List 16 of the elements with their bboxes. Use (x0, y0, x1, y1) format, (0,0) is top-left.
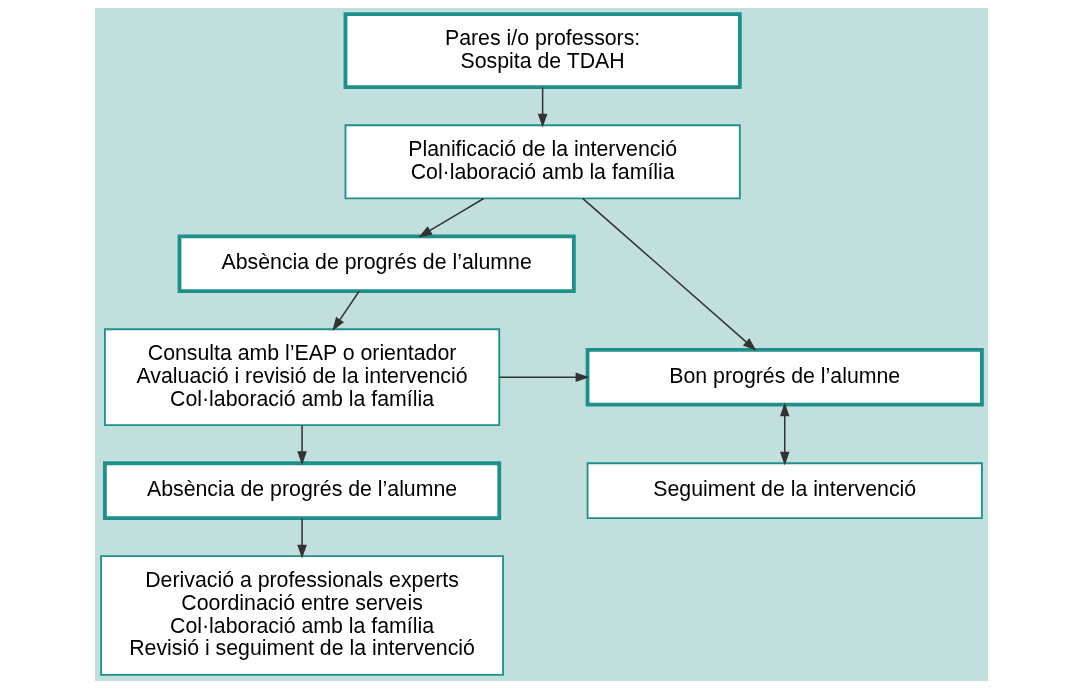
node-box: Pares i/o professors: Sospita de TDAH (343, 12, 742, 90)
arrow (537, 86, 548, 128)
arrow (779, 402, 790, 466)
arrow (332, 290, 360, 331)
node-box: Absència de progrés de l’alumne (103, 461, 502, 520)
node-box: Seguiment de la intervenció (586, 462, 983, 519)
node-box: Derivació a professionals experts Coordinació entre serveis Col·laboració amb la família Revisió i seguiment de la intervenció (100, 555, 504, 676)
arrow (297, 424, 307, 465)
node-box: Absència de progrés de l’alumne (177, 234, 576, 294)
arrow (418, 197, 485, 238)
node-box: Consulta amb l’EAP o orientador Avaluació i revisió de la intervenció Col·laboració amb la família (104, 328, 501, 427)
arrow (297, 517, 307, 559)
arrow (498, 372, 590, 383)
arrow (581, 197, 757, 351)
node-box: Bon progrés de l’alumne (585, 347, 984, 407)
node-box: Planificació de la intervenció Col·laboració amb la família (344, 124, 741, 200)
